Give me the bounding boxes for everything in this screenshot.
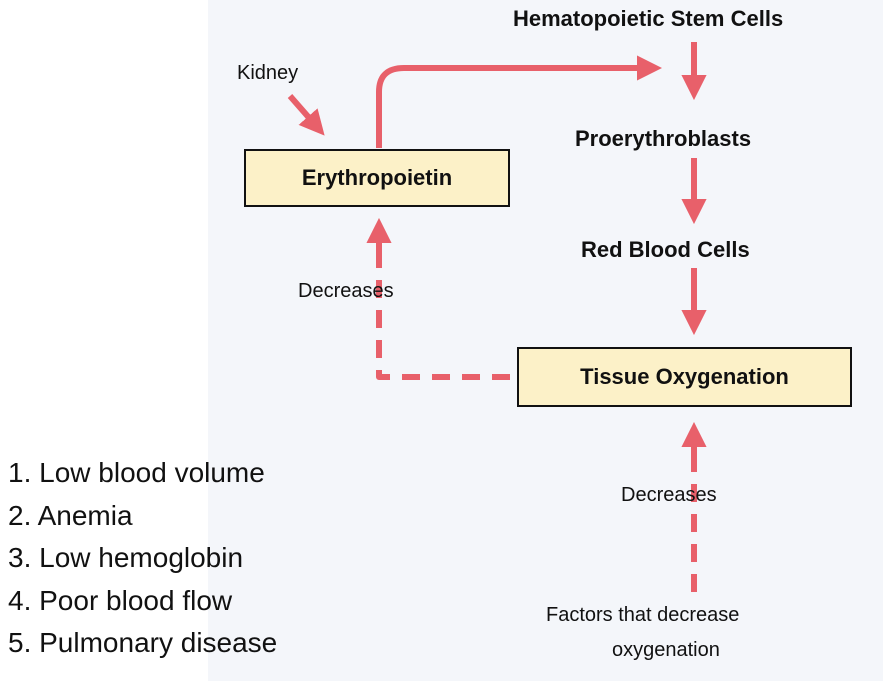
label-factors-line1: Factors that decrease (546, 604, 740, 626)
cause-item: 3. Low hemoglobin (8, 542, 244, 573)
label-kidney: Kidney (237, 62, 299, 84)
node-erythropoietin: Erythropoietin (244, 149, 510, 207)
causes-list: 1. Low blood volume 2. Anemia 3. Low hem… (8, 452, 277, 665)
cause-item: 5. Pulmonary disease (8, 627, 278, 658)
cause-item: 1. Low blood volume (8, 457, 265, 488)
kidney-to-erythropoietin-arrow (287, 94, 325, 136)
node-tissue-oxygenation-label: Tissue Oxygenation (580, 364, 789, 389)
feedback-dashed-line (376, 242, 510, 380)
erythropoietin-to-stem-cells-arrow (376, 55, 663, 148)
node-hematopoietic-stem-cells: Hematopoietic Stem Cells (513, 6, 784, 31)
label-factors-line2: oxygenation (612, 639, 720, 661)
node-erythropoietin-label: Erythropoietin (301, 165, 453, 190)
node-tissue-oxygenation: Tissue Oxygenation (517, 347, 852, 407)
node-red-blood-cells: Red Blood Cells (581, 237, 750, 262)
cause-item: 2. Anemia (8, 499, 133, 531)
cause-item: 4. Poor blood flow (8, 584, 233, 616)
label-decreases-feedback: Decreases (298, 280, 394, 302)
node-proerythroblasts: Proerythroblasts (575, 126, 752, 151)
label-decreases-factors: Decreases (621, 484, 717, 506)
